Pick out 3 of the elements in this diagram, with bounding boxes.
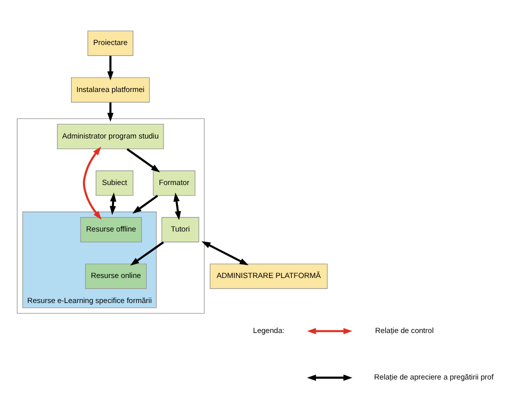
label: Legenda: — [252, 326, 284, 335]
legend-label: Relație de apreciere a pregătirii prof — [374, 372, 494, 382]
legend-label: Relație de control — [374, 326, 434, 335]
